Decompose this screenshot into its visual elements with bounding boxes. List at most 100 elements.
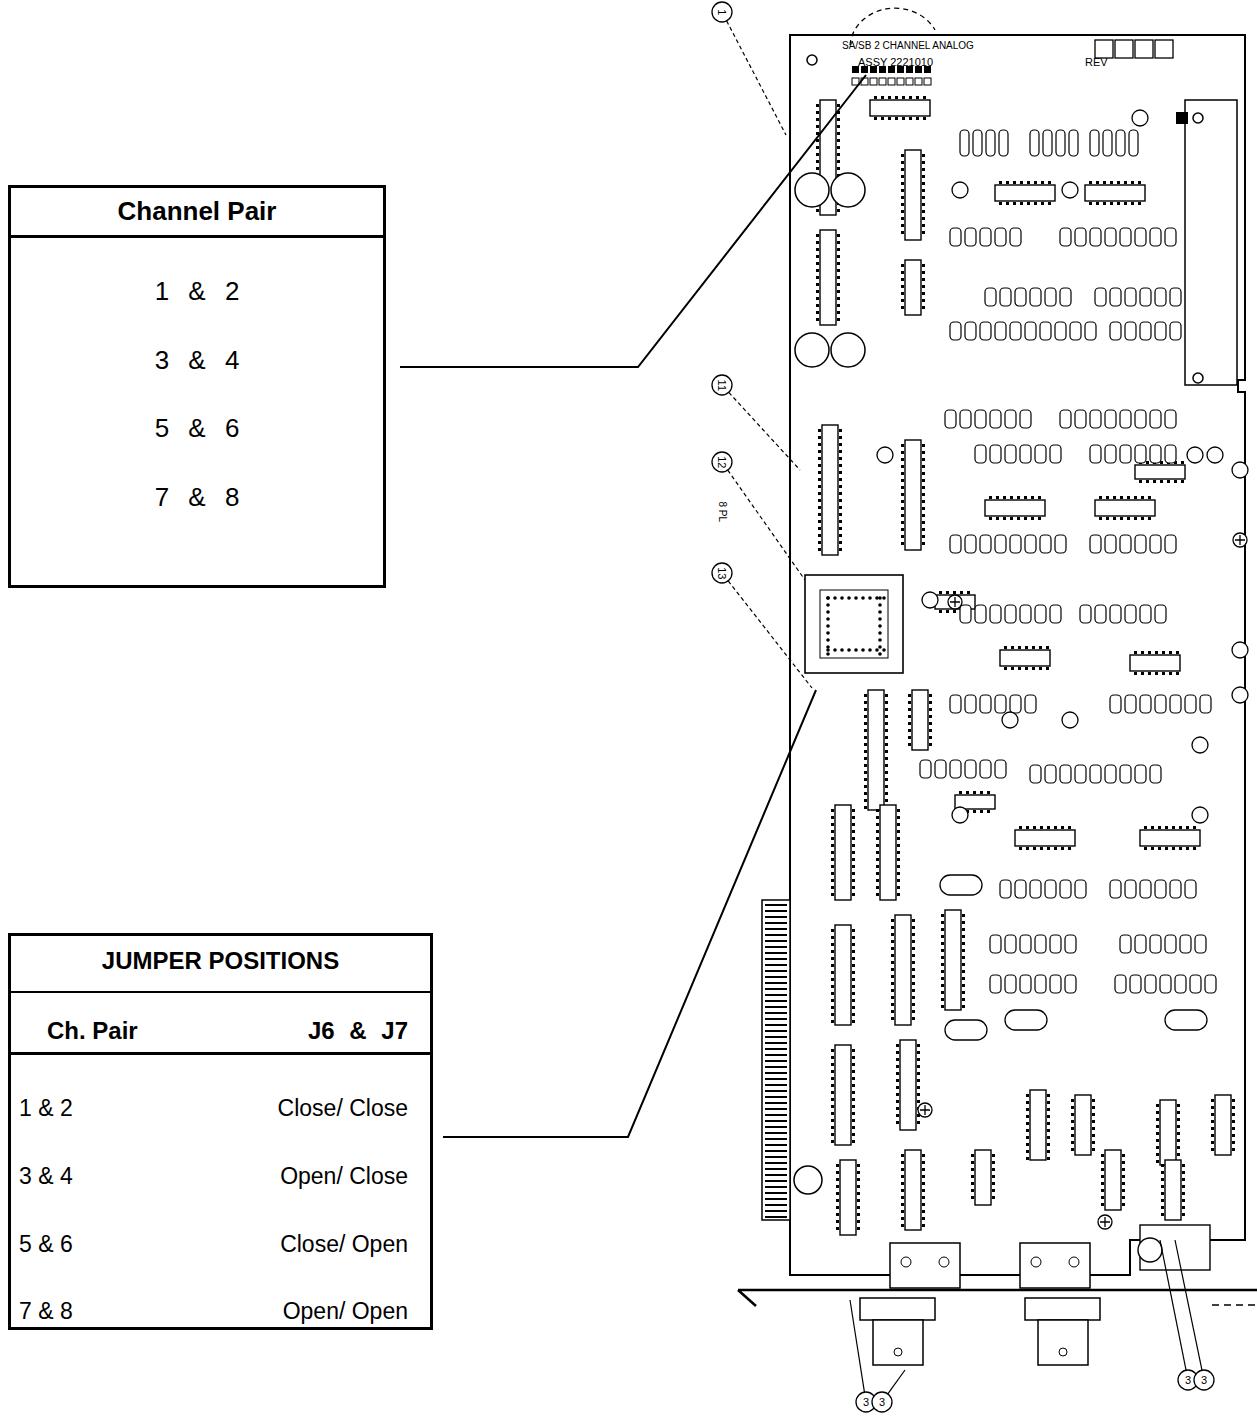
ic-chip	[985, 500, 1045, 516]
ic-pin	[1177, 1104, 1180, 1107]
ic-pin	[896, 1093, 899, 1096]
ic-pin	[1141, 517, 1144, 520]
connector-finger	[765, 1144, 787, 1146]
ic-pin	[852, 964, 855, 967]
connector-finger	[765, 1162, 787, 1164]
ic-pin	[1071, 1113, 1074, 1116]
resistor	[975, 410, 986, 428]
board-marking: REV	[1085, 56, 1108, 69]
ic-pin	[857, 1227, 860, 1230]
ic-pin	[1176, 651, 1179, 654]
ic-pin	[1003, 517, 1006, 520]
ic-pin	[891, 933, 894, 936]
ic-pin	[909, 96, 912, 99]
plcc-pin	[878, 652, 882, 656]
ic-pin	[901, 175, 904, 178]
ic-pin	[897, 886, 900, 889]
ic-pin	[1026, 1094, 1029, 1097]
connector-finger	[765, 1126, 787, 1128]
resistor	[1135, 535, 1146, 553]
table-cell: 7 & 8	[19, 1298, 73, 1324]
connector-finger	[765, 1060, 787, 1062]
ic-pin	[908, 743, 911, 746]
ic-pin	[922, 451, 925, 454]
resistor	[1060, 880, 1071, 898]
ic-pin	[891, 926, 894, 929]
ic-pin	[876, 858, 879, 861]
ic-chip	[822, 425, 838, 555]
plcc-pin	[878, 610, 882, 614]
ic-pin	[852, 1020, 855, 1023]
callout-leader	[1160, 1240, 1186, 1370]
ic-pin	[876, 851, 879, 854]
ic-pin	[1092, 1113, 1095, 1116]
capacitor	[1043, 130, 1052, 156]
ic-pin	[1032, 667, 1035, 670]
ic-pin	[837, 132, 840, 135]
ic-pin	[831, 1140, 834, 1143]
resistor	[1020, 410, 1031, 428]
ic-pin	[901, 210, 904, 213]
ic-pin	[1232, 1113, 1235, 1116]
ic-chip	[1000, 650, 1050, 666]
callout-circle	[712, 375, 732, 395]
resistor	[1030, 765, 1041, 783]
resistor	[965, 695, 976, 713]
ic-pin	[1182, 1206, 1185, 1209]
ic-pin	[1018, 646, 1021, 649]
ic-pin	[831, 865, 834, 868]
ic-pin	[1181, 461, 1184, 464]
ic-pin	[1161, 1192, 1164, 1195]
ic-pin	[885, 694, 888, 697]
ic-pin	[1139, 480, 1142, 483]
ic-pin	[839, 429, 842, 432]
jumper-pin	[924, 78, 931, 85]
ic-pin	[896, 1058, 899, 1061]
ic-pin	[839, 520, 842, 523]
ic-pin	[839, 471, 842, 474]
plcc-pin	[826, 617, 830, 621]
ic-chip	[1015, 830, 1075, 846]
edge-connector	[762, 900, 790, 1220]
ic-pin	[922, 278, 925, 281]
ic-pin	[1026, 1150, 1029, 1153]
resistor	[950, 322, 961, 340]
ic-pin	[837, 248, 840, 251]
resistor	[1175, 975, 1186, 993]
ic-pin	[922, 493, 925, 496]
jumper-pin	[852, 66, 859, 73]
callout-number: 11	[716, 379, 729, 390]
ic-pin	[1113, 496, 1116, 499]
resistor	[1030, 288, 1041, 306]
ic-pin	[1131, 181, 1134, 184]
ic-pin	[1156, 1153, 1159, 1156]
ic-pin	[885, 771, 888, 774]
ic-pin	[864, 729, 867, 732]
bnc-pin	[1059, 1348, 1067, 1356]
ic-pin	[816, 146, 819, 149]
connector-finger	[765, 964, 787, 966]
ic-pin	[1101, 1168, 1104, 1171]
ic-pin	[901, 1168, 904, 1171]
connector-finger	[765, 1102, 787, 1104]
ic-pin	[1124, 202, 1127, 205]
ic-pin	[922, 292, 925, 295]
plcc-pin	[840, 596, 844, 600]
ic-pin	[831, 872, 834, 875]
ic-pin	[831, 1133, 834, 1136]
resistor	[1035, 445, 1046, 463]
ic-pin	[901, 196, 904, 199]
ic-pin	[837, 241, 840, 244]
ic-pin	[1026, 1122, 1029, 1125]
ic-pin	[1156, 1146, 1159, 1149]
ic-chip	[1095, 500, 1155, 516]
ic-pin	[1006, 181, 1009, 184]
ic-pin	[839, 513, 842, 516]
plcc-pin	[833, 596, 837, 600]
ic-pin	[885, 708, 888, 711]
ic-pin	[912, 989, 915, 992]
ic-pin	[922, 500, 925, 503]
transistor	[1062, 182, 1078, 198]
ic-pin	[837, 167, 840, 170]
dashed-extension	[1212, 1304, 1257, 1305]
